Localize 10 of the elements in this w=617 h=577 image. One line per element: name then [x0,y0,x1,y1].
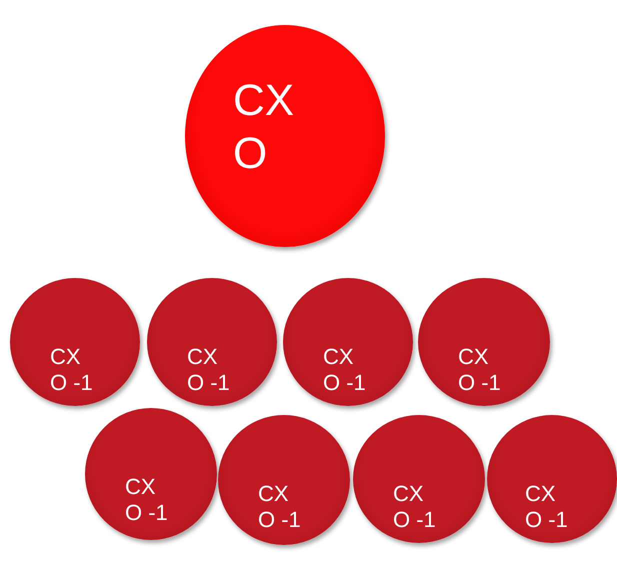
node-label: CX O -1 [125,474,169,527]
node-label: CX O -1 [458,344,502,397]
node-label: CX O -1 [525,481,569,534]
node-label: CX O [233,75,296,180]
node-label: CX O -1 [50,344,94,397]
node-label: CX O -1 [323,344,367,397]
node-label: CX O -1 [258,481,302,534]
node-label: CX O -1 [393,481,437,534]
oval-node [85,408,217,540]
node-label: CX O -1 [187,344,231,397]
